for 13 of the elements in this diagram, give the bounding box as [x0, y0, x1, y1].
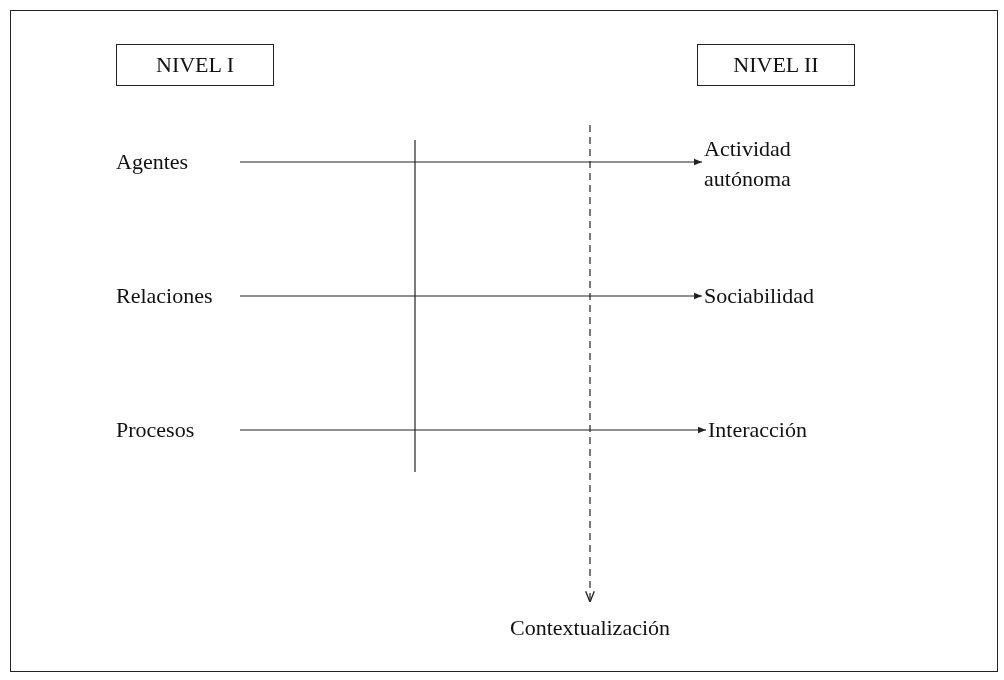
node-label: Actividad autónoma — [704, 132, 854, 196]
node-label: Sociabilidad — [704, 278, 854, 314]
arrow — [239, 292, 703, 300]
node-label: Agentes — [116, 144, 240, 180]
level-box: NIVEL I — [116, 44, 274, 86]
node-label: Procesos — [116, 412, 240, 448]
arrow — [239, 426, 707, 434]
node-label: Contextualización — [495, 608, 685, 648]
level-box: NIVEL II — [697, 44, 855, 86]
node-label: Relaciones — [116, 278, 240, 314]
arrow — [585, 124, 595, 603]
arrow — [239, 158, 703, 166]
node-label: Interacción — [708, 412, 858, 448]
